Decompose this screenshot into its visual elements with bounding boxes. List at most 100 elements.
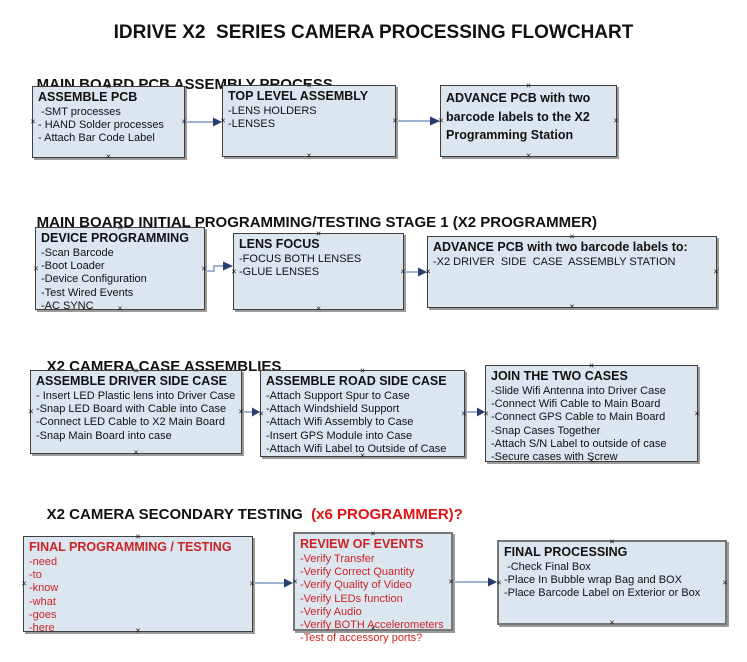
section-heading-text: MAIN BOARD INITIAL PROGRAMMING/TESTING S…	[36, 214, 597, 231]
box-review-of-events[interactable]: REVIEW OF EVENTS -Verify Transfer-Verify…	[292, 529, 454, 644]
connection-point-icon: ×	[609, 617, 615, 628]
box-item: -need	[29, 556, 58, 568]
box-item: -Snap LED Board with Cable into Case	[36, 403, 227, 416]
box-item: -Verify Transfer	[300, 553, 375, 565]
box-item: -here	[29, 622, 55, 635]
box-item: -what	[29, 595, 56, 608]
box-item: -LENSES	[228, 118, 276, 131]
box-item: -Secure cases with Screw	[491, 451, 618, 464]
box-item: -Attach Wifi Label to Outside of Case	[266, 442, 447, 455]
box-assemble-pcb[interactable]: ASSEMBLE PCB -SMT processes- HAND Solder…	[30, 82, 187, 161]
box-assemble-driver-side-case[interactable]: ASSEMBLE DRIVER SIDE CASE - Insert LED P…	[28, 366, 244, 457]
connection-point-icon: ×	[713, 266, 719, 277]
box-items: -Check Final Box-Place In Bubble wrap Ba…	[504, 561, 720, 601]
connection-point-icon: ×	[483, 408, 489, 418]
box-lens-focus[interactable]: LENS FOCUS -FOCUS BOTH LENSES-GLUE LENSE…	[231, 229, 406, 313]
box-title: TOP LEVEL ASSEMBLY	[228, 89, 369, 103]
box-item: -Snap Main Board into case	[36, 429, 172, 442]
connection-point-icon: ×	[231, 266, 237, 276]
connection-point-icon: ×	[438, 115, 444, 126]
box-title: ASSEMBLE PCB	[38, 90, 138, 104]
connection-point-icon: ×	[613, 115, 619, 126]
box-item: - Insert LED Plastic lens into Driver Ca…	[36, 390, 236, 402]
box-top-level-assembly[interactable]: TOP LEVEL ASSEMBLY -LENS HOLDERS-LENSES …	[220, 81, 398, 160]
box-item: -Connect Wifi Cable to Main Board	[491, 398, 661, 411]
box-join-the-two-cases[interactable]: JOIN THE TWO CASES -Slide Wifi Antenna i…	[483, 361, 700, 465]
box-item: -Attach Wifi Assembly to Case	[266, 416, 414, 429]
connection-point-icon: ×	[392, 115, 398, 126]
box-item: -Test Wired Events	[41, 286, 134, 299]
box-item: -Place In Bubble wrap Bag and BOX	[504, 574, 682, 587]
connection-point-icon: ×	[258, 408, 264, 418]
box-item: -Attach Windshield Support	[266, 403, 400, 416]
box-final-programming-testing[interactable]: FINAL PROGRAMMING / TESTING -need-to-kno…	[21, 532, 255, 635]
box-item: -LENS HOLDERS	[228, 105, 317, 117]
box-items: -LENS HOLDERS-LENSES	[228, 105, 390, 131]
connection-point-icon: ×	[306, 150, 312, 161]
box-title: REVIEW OF EVENTS	[300, 537, 424, 551]
box-item: -SMT processes	[38, 106, 121, 118]
connection-point-icon: ×	[238, 406, 244, 417]
box-item: -FOCUS BOTH LENSES	[239, 253, 362, 265]
connection-point-icon: ×	[105, 151, 112, 162]
box-item: - HAND Solder processes	[38, 119, 164, 132]
connection-point-icon: ×	[201, 263, 207, 273]
box-item: -Connect GPS Cable to Main Board	[491, 411, 666, 424]
box-item: -Check Final Box	[504, 561, 591, 573]
box-item: -Attach Support Spur to Case	[266, 390, 410, 402]
connection-point-icon: ×	[249, 578, 255, 589]
box-advance-pcb-case-assembly[interactable]: ADVANCE PCB with two barcode labels to: …	[425, 232, 719, 311]
box-item: -Place Barcode Label on Exterior or Box	[504, 587, 701, 600]
connection-point-icon: ×	[21, 578, 27, 589]
connection-point-icon: ×	[400, 266, 406, 276]
box-item: -Slide Wifi Antenna into Driver Case	[491, 385, 666, 397]
box-final-processing[interactable]: FINAL PROCESSING -Check Final Box-Place …	[496, 537, 728, 628]
box-items: -Verify Transfer-Verify Correct Quantity…	[300, 553, 446, 645]
connection-point-icon: ×	[181, 116, 187, 127]
connection-point-icon: ×	[569, 301, 575, 312]
box-title: ASSEMBLE DRIVER SIDE CASE	[36, 374, 228, 388]
section-heading-text: X2 CAMERA SECONDARY TESTING	[46, 506, 312, 523]
box-item: -goes	[29, 608, 57, 621]
box-items: -SMT processes- HAND Solder processes- A…	[38, 106, 179, 146]
box-item: -Insert GPS Module into Case	[266, 429, 413, 442]
box-title: ADVANCE PCB with two barcode labels to t…	[446, 91, 594, 142]
connection-point-icon: ×	[220, 115, 226, 126]
box-title: DEVICE PROGRAMMING	[41, 231, 189, 245]
connection-point-icon: ×	[292, 576, 298, 586]
box-item: -Device Configuration	[41, 273, 147, 286]
box-item: -X2 DRIVER SIDE CASE ASSEMBLY STATION	[433, 256, 676, 268]
box-item: -Snap Cases Together	[491, 424, 601, 437]
box-title: ADVANCE PCB with two barcode labels to:	[433, 240, 688, 254]
connection-point-icon: ×	[28, 406, 34, 417]
box-title: FINAL PROCESSING	[504, 545, 628, 559]
box-device-programming[interactable]: DEVICE PROGRAMMING -Scan Barcode-Boot Lo…	[33, 223, 207, 313]
box-items: -FOCUS BOTH LENSES-GLUE LENSES	[239, 253, 398, 279]
connection-point-icon: ×	[30, 116, 36, 127]
box-assemble-road-side-case[interactable]: ASSEMBLE ROAD SIDE CASE -Attach Support …	[258, 366, 467, 460]
box-item: - Attach Bar Code Label	[38, 132, 155, 145]
connection-point-icon: ×	[722, 577, 728, 587]
connection-point-icon: ×	[448, 576, 454, 586]
box-title: ASSEMBLE ROAD SIDE CASE	[266, 374, 447, 388]
connection-point-icon: ×	[461, 408, 467, 418]
section-heading-initial-programming: MAIN BOARD INITIAL PROGRAMMING/TESTING S…	[20, 197, 597, 248]
connection-point-icon: ×	[33, 263, 39, 273]
box-item: -GLUE LENSES	[239, 266, 320, 279]
connection-point-icon: ×	[525, 150, 532, 161]
section-heading-secondary-testing: X2 CAMERA SECONDARY TESTING (x6 PROGRAMM…	[30, 489, 463, 540]
box-items: -Scan Barcode-Boot Loader-Device Configu…	[41, 247, 199, 313]
connection-point-icon: ×	[694, 408, 700, 418]
connection-point-icon: ×	[315, 303, 322, 314]
box-title: LENS FOCUS	[239, 237, 320, 251]
connection-point-icon: ×	[496, 577, 502, 587]
box-item: -Boot Loader	[41, 260, 105, 273]
box-items: - Insert LED Plastic lens into Driver Ca…	[36, 390, 236, 443]
box-item: -Verify Quality of Video	[300, 579, 412, 592]
box-item: -AC SYNC	[41, 299, 94, 312]
box-item: -Verify Audio	[300, 605, 362, 618]
box-advance-pcb-programming-station[interactable]: ADVANCE PCB with two barcode labels to t…	[438, 81, 619, 160]
box-item: -Connect LED Cable to X2 Main Board	[36, 416, 225, 429]
box-item: -Verify Correct Quantity	[300, 566, 415, 579]
